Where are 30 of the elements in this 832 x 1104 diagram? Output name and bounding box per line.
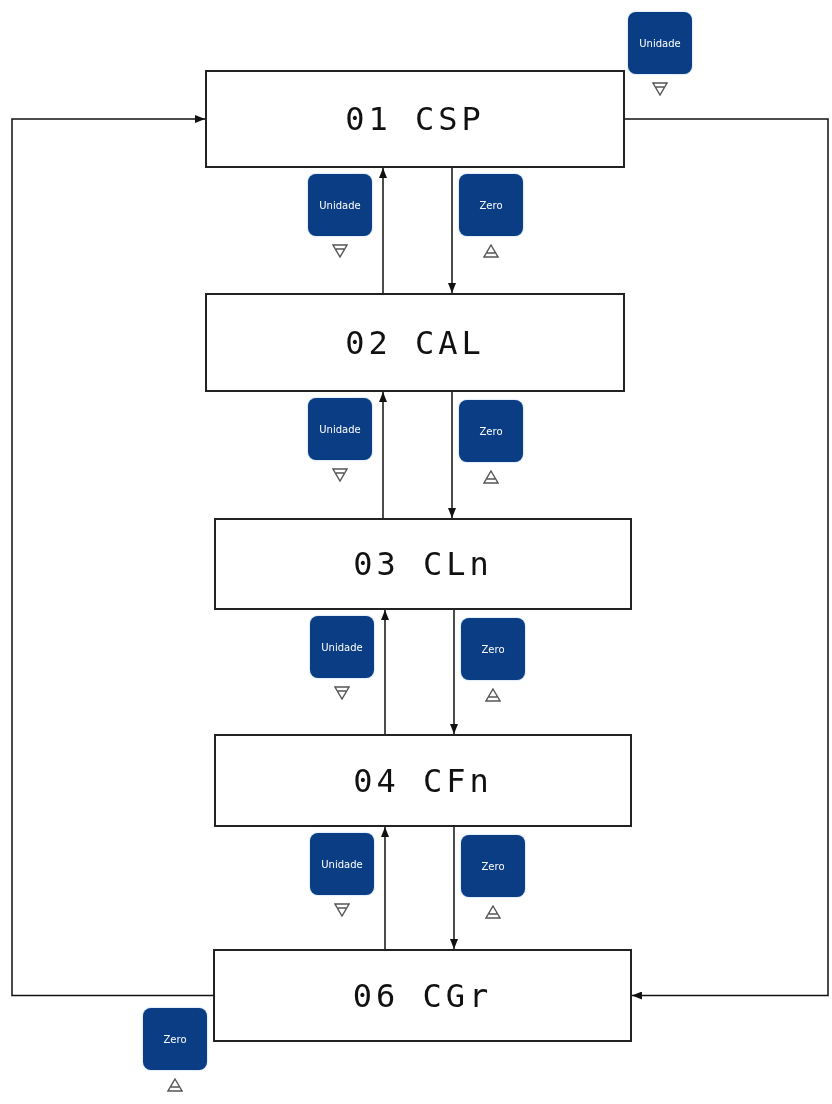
arrow xyxy=(450,609,458,735)
key-label: Unidade xyxy=(310,616,374,678)
key-label: Unidade xyxy=(308,398,372,460)
display-readout: 02 CAL xyxy=(345,323,485,362)
key-label: Zero xyxy=(459,174,523,236)
key-label: Zero xyxy=(461,618,525,680)
arrow xyxy=(11,115,214,997)
arrow xyxy=(379,167,387,294)
key-label: Unidade xyxy=(308,174,372,236)
display-readout: 06 CGr xyxy=(352,976,493,1015)
display-box xyxy=(214,734,632,827)
arrow xyxy=(381,826,389,950)
arrow xyxy=(624,118,829,1000)
display-readout: 01 CSP xyxy=(345,100,485,138)
key-label: Zero xyxy=(459,400,523,462)
arrow xyxy=(381,609,389,735)
arrow xyxy=(450,826,458,950)
display-box xyxy=(205,293,625,392)
arrow xyxy=(448,167,456,294)
key-label: Zero xyxy=(143,1008,207,1070)
display-box xyxy=(214,518,632,610)
display-readout: 03 CLn xyxy=(353,545,493,583)
arrow xyxy=(448,391,456,519)
display-box xyxy=(205,70,625,168)
display-readout: 04 CFn xyxy=(353,761,493,800)
display-box xyxy=(213,949,632,1042)
key-label: Unidade xyxy=(628,12,692,74)
key-label: Zero xyxy=(461,835,525,897)
arrow xyxy=(379,391,387,519)
key-label: Unidade xyxy=(310,833,374,895)
